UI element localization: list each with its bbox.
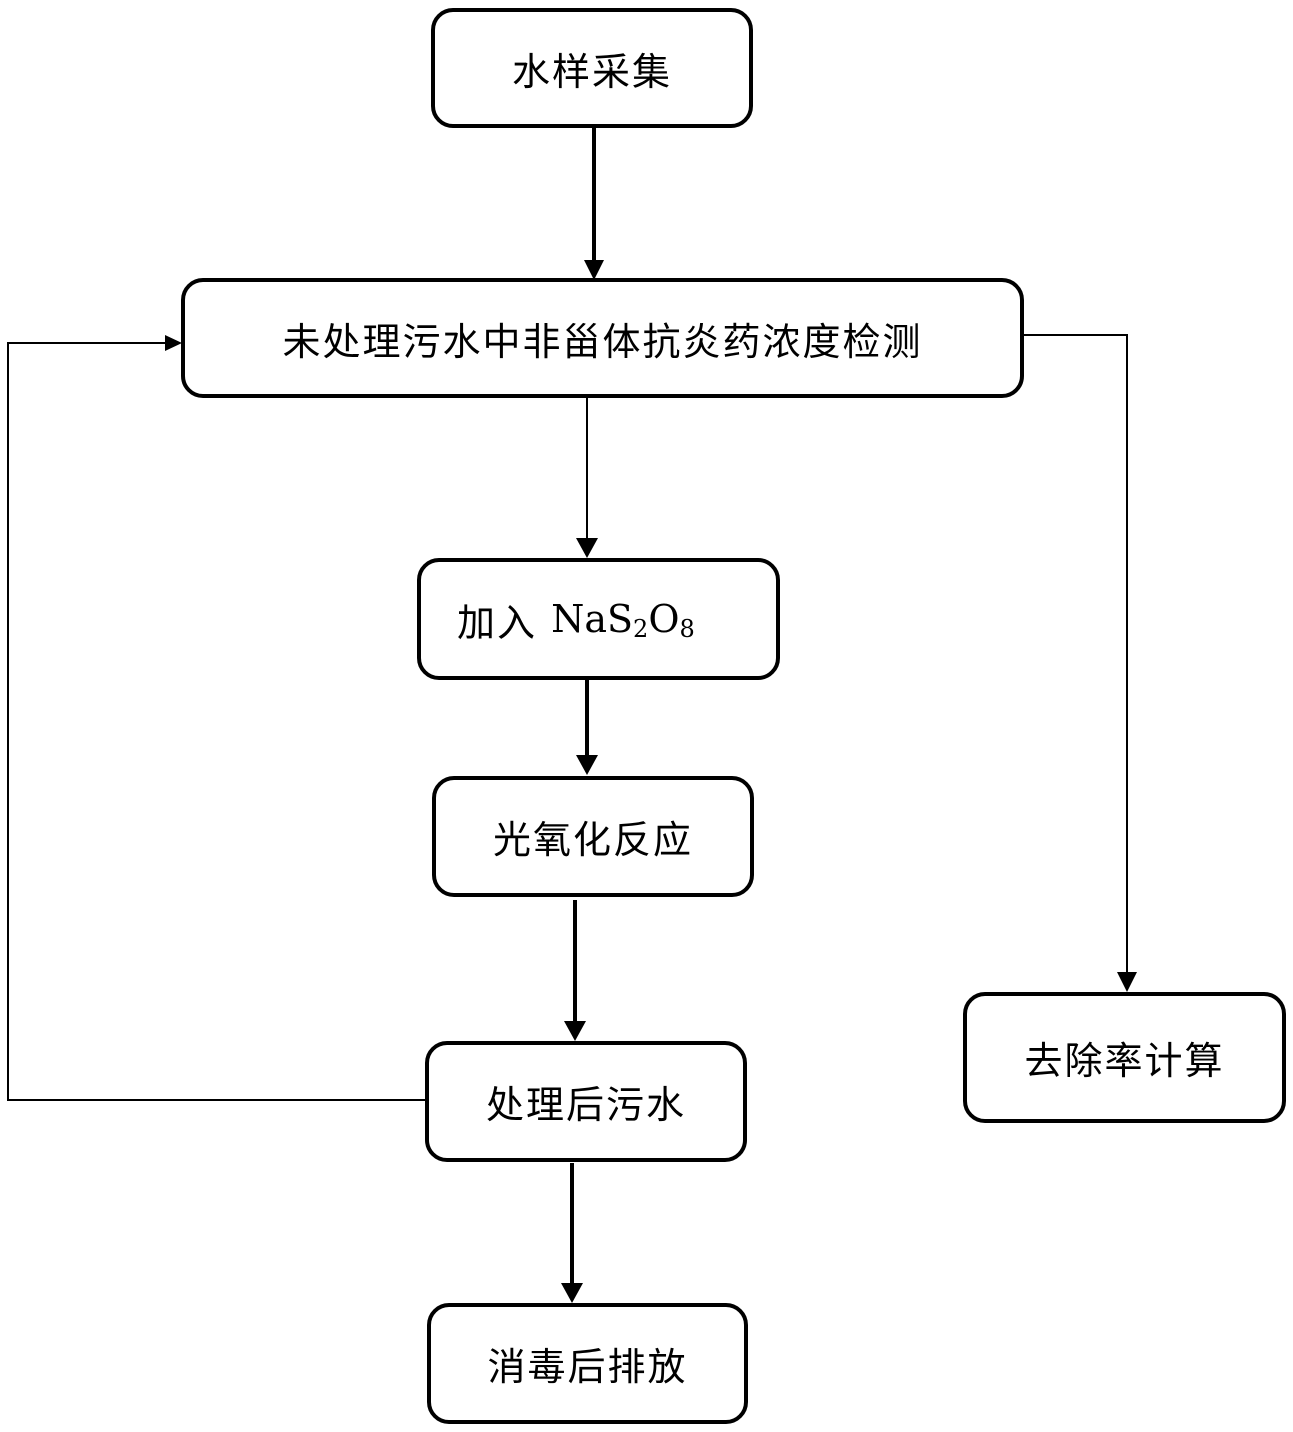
formula-subscript-1: 2 bbox=[633, 615, 649, 643]
node-sampling: 水样采集 bbox=[431, 8, 753, 128]
arrow-add-reagent-to-photooxidation bbox=[576, 680, 598, 775]
node-removal-rate: 去除率计算 bbox=[963, 992, 1286, 1123]
formula-part-1: NaS bbox=[551, 597, 634, 641]
node-photooxidation: 光氧化反应 bbox=[432, 776, 754, 897]
arrow-feedback-loop bbox=[7, 335, 425, 1101]
node-add-reagent: 加入 NaS 2 O 8 bbox=[417, 558, 780, 680]
node-add-reagent-prefix: 加入 bbox=[457, 600, 552, 645]
node-detection: 未处理污水中非甾体抗炎药浓度检测 bbox=[181, 278, 1024, 398]
arrow-photooxidation-to-treated-water bbox=[564, 900, 586, 1041]
node-sampling-label: 水样采集 bbox=[511, 49, 672, 94]
formula-part-2: O bbox=[648, 597, 680, 641]
node-discharge: 消毒后排放 bbox=[427, 1303, 748, 1424]
arrow-detection-to-add-reagent bbox=[576, 398, 598, 558]
node-treated-water: 处理后污水 bbox=[425, 1041, 747, 1162]
node-removal-rate-label: 去除率计算 bbox=[1024, 1039, 1225, 1083]
arrow-treated-water-to-discharge bbox=[561, 1163, 583, 1303]
node-treated-water-label: 处理后污水 bbox=[485, 1083, 686, 1127]
node-detection-label: 未处理污水中非甾体抗炎药浓度检测 bbox=[282, 319, 923, 364]
arrow-sampling-to-detection bbox=[584, 128, 604, 280]
arrow-detection-to-removal-rate bbox=[1022, 334, 1137, 992]
node-discharge-label: 消毒后排放 bbox=[487, 1345, 688, 1389]
node-photooxidation-label: 光氧化反应 bbox=[492, 818, 693, 862]
formula-subscript-2: 8 bbox=[679, 615, 695, 643]
